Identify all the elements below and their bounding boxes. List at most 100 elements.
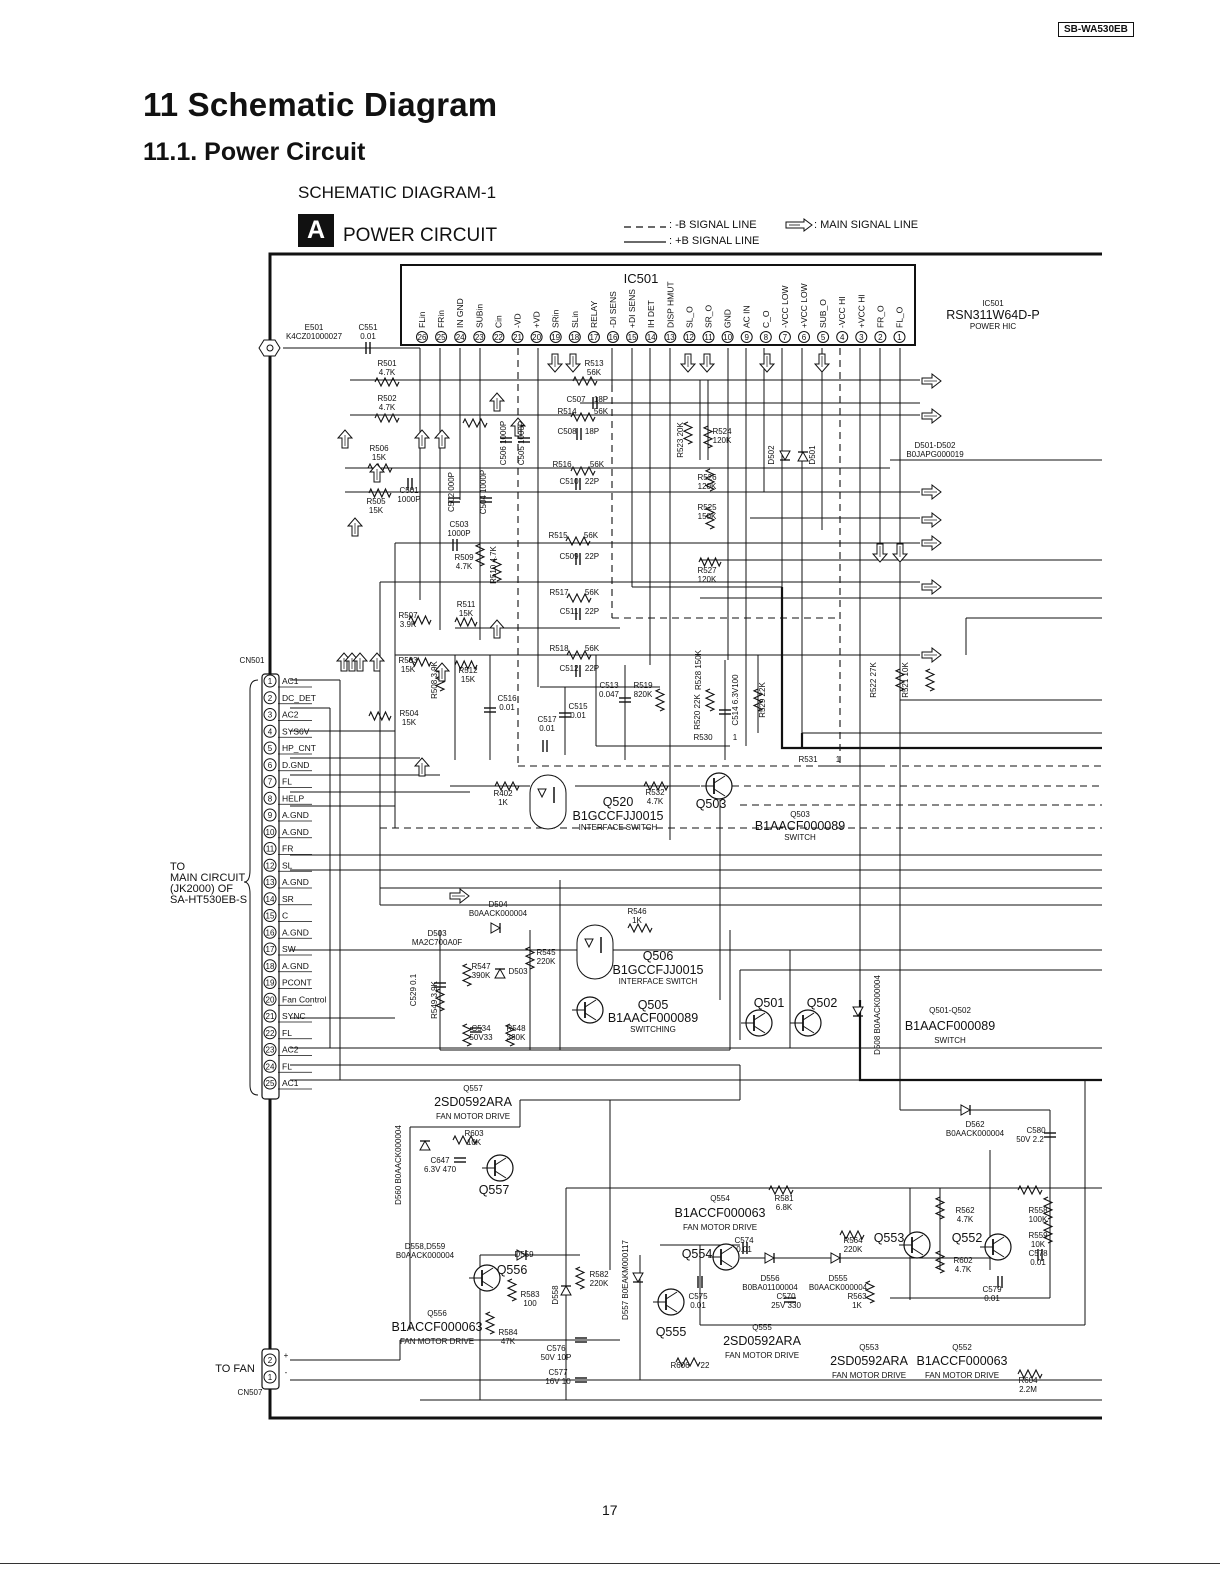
photocoupler xyxy=(576,924,614,980)
component-label: 15K xyxy=(459,609,474,618)
ic-pin-name: SLin xyxy=(570,311,580,328)
ic-pin-number: 5 xyxy=(821,333,826,342)
cn501-brace xyxy=(243,679,259,1096)
component-label: D557 B0EAKM000117 xyxy=(621,1239,630,1319)
transistor-collector xyxy=(753,1012,766,1021)
part-number-label: Q502 xyxy=(807,996,838,1010)
cn501-pin xyxy=(263,942,277,956)
component-label: 1K xyxy=(632,916,642,925)
ic-pin xyxy=(817,331,830,343)
ic-pin xyxy=(549,331,562,343)
ic-pin-name: SUB_O xyxy=(818,299,828,328)
photocoupler-led xyxy=(584,938,594,949)
component-label: R530 xyxy=(693,733,713,742)
e501-terminal-hole xyxy=(266,344,274,352)
component-label: D555 xyxy=(828,1274,848,1283)
cn501-pin-name: Fan Control xyxy=(282,994,327,1004)
component-label: C503 xyxy=(449,520,469,529)
component-label: 22 xyxy=(701,1361,710,1370)
component-label: R523 20K xyxy=(676,422,685,458)
ic-pin-number: 24 xyxy=(456,333,465,342)
component-label: B0AACK000004 xyxy=(946,1129,1005,1138)
component-label: 100K xyxy=(1029,1215,1048,1224)
ic-pin-number: 2 xyxy=(878,333,883,342)
component-label: R510 4.7K xyxy=(489,545,498,583)
component-label: 15K xyxy=(461,675,476,684)
component-label: FAN MOTOR DRIVE xyxy=(925,1371,999,1380)
ic-pin-number: 21 xyxy=(513,333,522,342)
transistor-emitter xyxy=(992,1249,1005,1258)
ic-pin-name: +VCC HI xyxy=(856,294,866,328)
ic-pin-number: 15 xyxy=(628,333,637,342)
ic-pin-name: FRin xyxy=(436,310,446,328)
resistor xyxy=(702,425,714,449)
component-label: R504 xyxy=(399,709,419,718)
component-label: B0AACK000004 xyxy=(469,909,528,918)
cn501-label: CN501 xyxy=(240,656,265,665)
component-label: Q554 xyxy=(710,1194,730,1203)
component-label: D559 xyxy=(514,1250,534,1259)
component-label: 150K xyxy=(698,512,717,521)
component-label: 0.01 xyxy=(539,724,555,733)
resistor xyxy=(627,922,653,934)
part-number-label: B1AACF000089 xyxy=(608,1011,698,1025)
resistor xyxy=(654,688,666,712)
component-label: 4.7K xyxy=(647,797,664,806)
cn501-pin-number: 2 xyxy=(268,694,273,703)
ic-pin-name: AC IN xyxy=(742,305,752,328)
component-label: R582 xyxy=(589,1270,609,1279)
ic-pin-number: 6 xyxy=(802,333,807,342)
legend-symbols xyxy=(624,218,813,243)
cn501-pin xyxy=(263,892,277,906)
section-badge: A xyxy=(298,214,334,247)
component-label: 820K xyxy=(634,690,653,699)
component-label: R512 xyxy=(458,666,478,675)
component-label: D501 xyxy=(808,445,817,465)
component-label: D503 xyxy=(508,967,528,976)
transistor-emitter xyxy=(481,1280,494,1289)
ic-pin-number: 8 xyxy=(764,333,769,342)
resistor xyxy=(462,417,488,429)
component-label: 120K xyxy=(713,436,732,445)
cn501-pin-number: 23 xyxy=(266,1046,275,1055)
component-label: 330K xyxy=(507,1033,526,1042)
cn501-pin-name: C xyxy=(282,911,288,921)
component-label: 56K xyxy=(585,644,600,653)
circuit-title: POWER CIRCUIT xyxy=(343,225,498,246)
resistor xyxy=(1042,1196,1054,1220)
component-label: C575 xyxy=(688,1292,708,1301)
cn501-pin-number: 11 xyxy=(266,845,275,854)
diode xyxy=(830,1252,842,1264)
ic-pin-number: 4 xyxy=(840,333,845,342)
ic-pin xyxy=(492,331,505,343)
component-label: Q501-Q502 xyxy=(929,1006,971,1015)
component-label: R511 xyxy=(457,600,476,609)
ic-pin-number: 7 xyxy=(783,333,788,342)
component-label: R515 xyxy=(548,531,568,540)
part-number-label: Q501 xyxy=(754,996,785,1010)
resistor xyxy=(682,421,694,445)
part-number-label: 2SD0592ARA xyxy=(830,1354,908,1368)
cn501-pin-name: FR xyxy=(282,844,293,854)
part-number-label: B1GCCFJJ0015 xyxy=(572,809,663,823)
component-label: C504 1000P xyxy=(479,470,488,514)
diagram-name: SCHEMATIC DIAGRAM-1 xyxy=(298,183,497,202)
resistor xyxy=(454,616,478,628)
bottom-rule xyxy=(0,1563,1220,1564)
cn501-pin xyxy=(263,724,277,738)
ic-pin-number: 26 xyxy=(418,333,427,342)
ic-pin-number: 19 xyxy=(551,333,560,342)
ic-pin xyxy=(607,331,619,343)
component-label: R604 xyxy=(1018,1376,1038,1385)
component-label: 4.7K xyxy=(955,1265,972,1274)
resistor xyxy=(565,535,591,547)
ic-pin xyxy=(759,331,772,343)
to-main-label: TO xyxy=(170,861,186,873)
resistor xyxy=(491,558,503,582)
ic-pin-name: SRin xyxy=(551,309,561,328)
resistor xyxy=(524,946,536,970)
component-label: FAN MOTOR DRIVE xyxy=(725,1351,799,1360)
cn507-pin-sign: + xyxy=(284,1351,289,1360)
transistor-emitter xyxy=(584,1012,597,1021)
resistor xyxy=(1017,1368,1043,1380)
